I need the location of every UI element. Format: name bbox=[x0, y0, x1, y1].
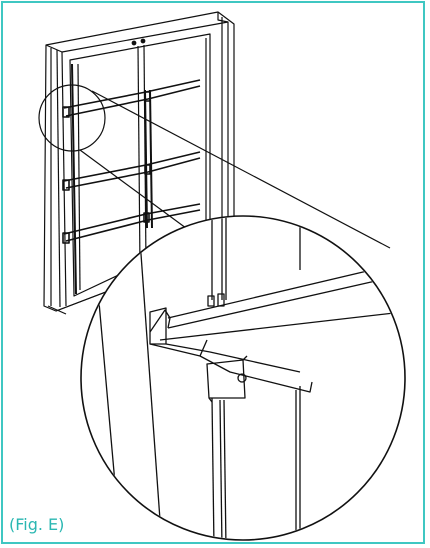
shelf-standard-center bbox=[144, 89, 153, 229]
magnifier-leader-lines bbox=[79, 90, 391, 249]
shelf-3 bbox=[62, 203, 201, 244]
shelf-2 bbox=[62, 151, 201, 191]
shelf-1 bbox=[62, 79, 201, 118]
figure-caption: (Fig. E) bbox=[9, 515, 65, 534]
detail-callout-circle bbox=[38, 84, 106, 152]
